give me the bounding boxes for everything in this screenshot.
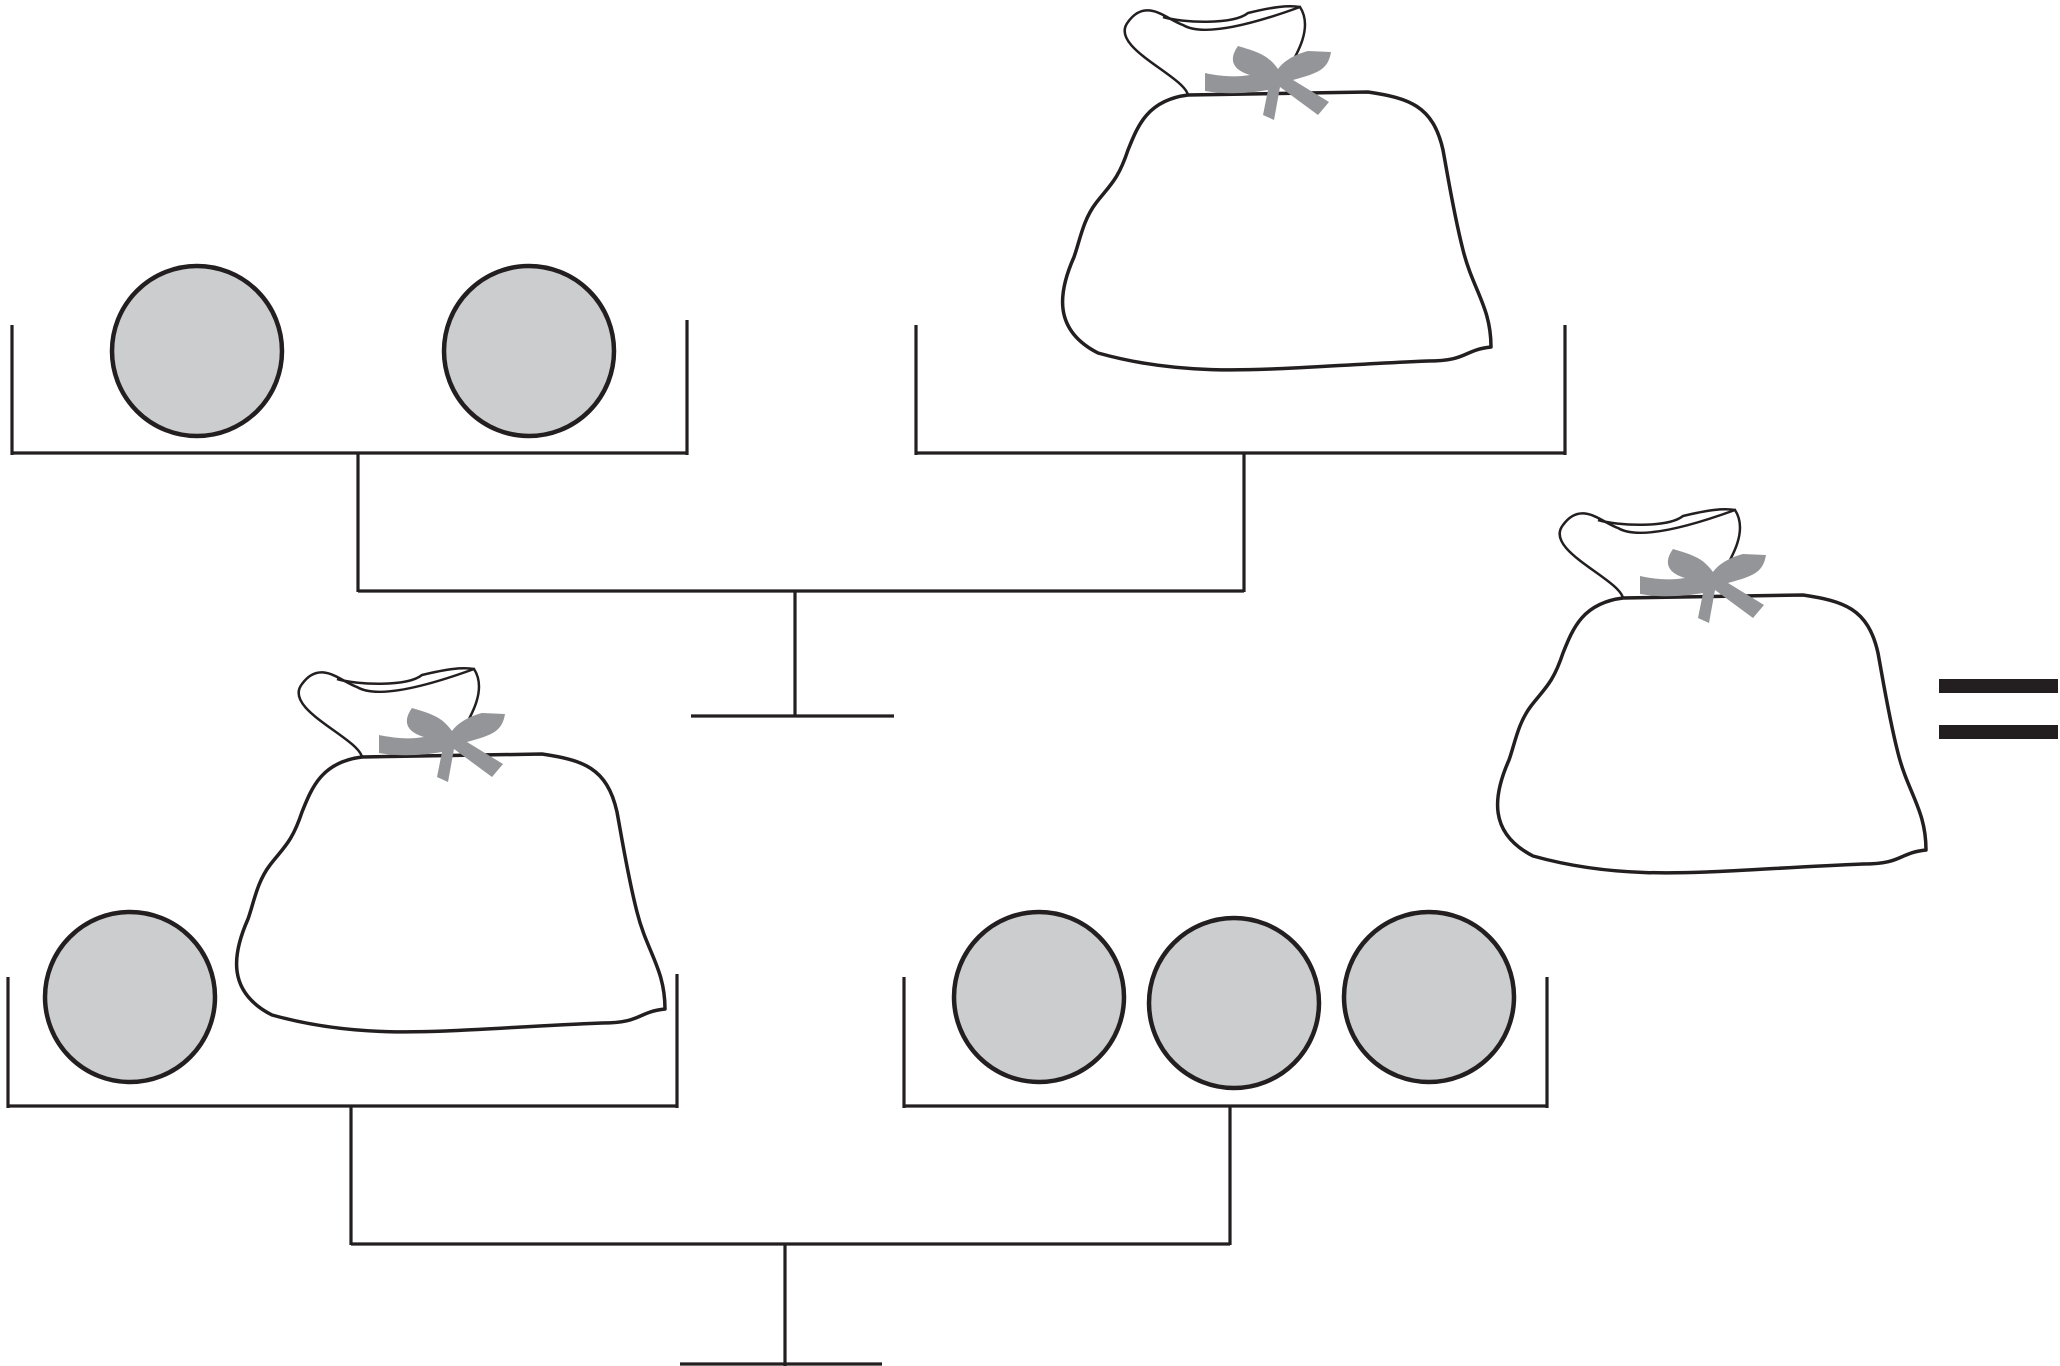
bag-icon (237, 668, 665, 1032)
coin-icon (1149, 918, 1319, 1088)
upper-left-pan (12, 266, 687, 455)
coin-icon (444, 266, 614, 436)
lower-balance (8, 668, 1547, 1366)
equals-sign-icon (1939, 679, 2058, 739)
bag-icon (1063, 6, 1491, 370)
bag-icon (1498, 509, 1926, 873)
upper-beam (358, 453, 1244, 717)
coin-icon (112, 266, 282, 436)
upper-balance (12, 6, 1565, 717)
upper-right-pan (916, 6, 1565, 455)
lower-right-pan (904, 912, 1547, 1108)
coin-icon (1344, 912, 1514, 1082)
result-bag (1498, 509, 1926, 873)
lower-left-pan (8, 668, 677, 1108)
coin-icon (45, 912, 215, 1082)
lower-beam (351, 1106, 1230, 1366)
coin-icon (954, 912, 1124, 1082)
